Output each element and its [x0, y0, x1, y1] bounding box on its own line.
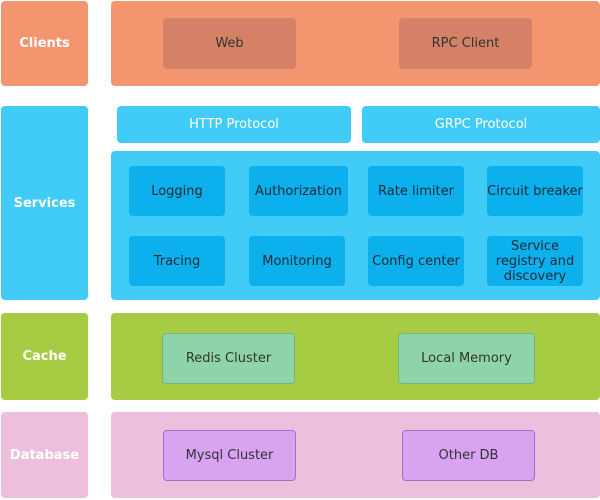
service-registry-discovery-box: Service registry and discovery: [487, 236, 583, 286]
cache-redis-cluster-box: Redis Cluster: [162, 333, 295, 384]
tier-label-database: Database: [1, 412, 88, 498]
service-rate-limiter-box: Rate limiter: [368, 166, 464, 216]
client-web-box: Web: [163, 18, 296, 69]
service-logging-box: Logging: [129, 166, 225, 216]
database-mysql-cluster-box: Mysql Cluster: [163, 430, 296, 481]
service-monitoring-box: Monitoring: [249, 236, 345, 286]
service-config-center-box: Config center: [368, 236, 464, 286]
tier-label-cache: Cache: [1, 313, 88, 400]
service-circuit-breaker-box: Circuit breaker: [487, 166, 583, 216]
tier-label-clients: Clients: [1, 1, 88, 86]
service-tracing-box: Tracing: [129, 236, 225, 286]
client-rpc-box: RPC Client: [399, 18, 532, 69]
tier-label-services: Services: [1, 106, 88, 300]
grpc-protocol-box: GRPC Protocol: [362, 106, 600, 143]
cache-local-memory-box: Local Memory: [398, 333, 535, 384]
database-other-db-box: Other DB: [402, 430, 535, 481]
http-protocol-box: HTTP Protocol: [117, 106, 351, 143]
service-authorization-box: Authorization: [249, 166, 348, 216]
